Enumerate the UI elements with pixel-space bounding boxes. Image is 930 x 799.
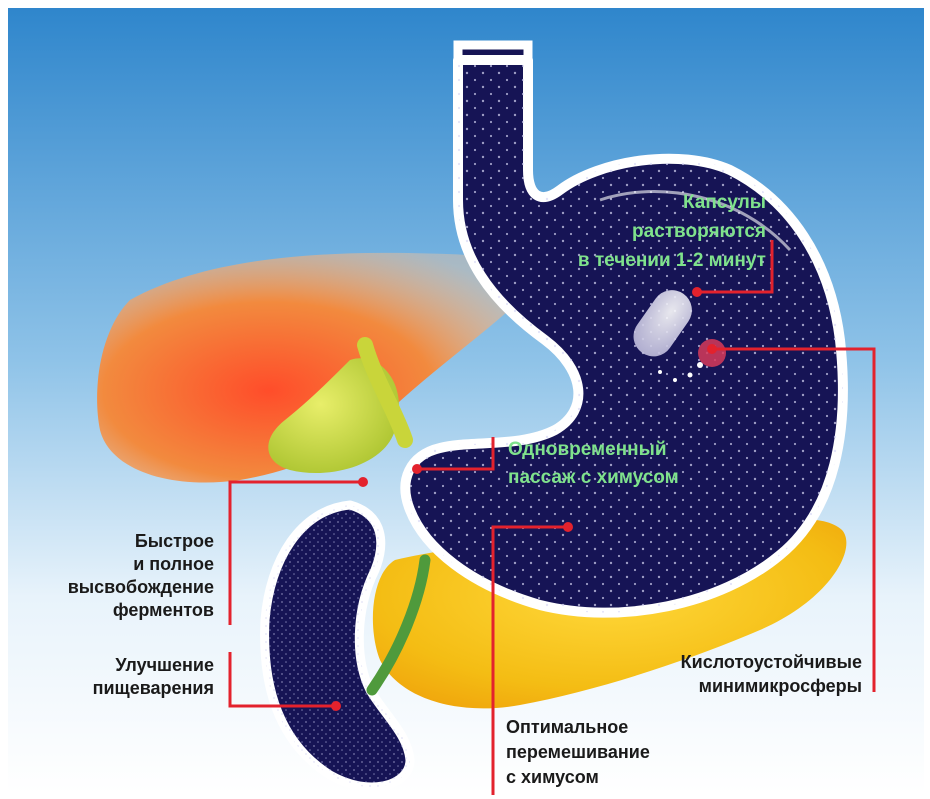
label-simultaneous-passage: Одновременный пассаж с химусом — [508, 436, 679, 492]
label-line: растворяются — [578, 217, 766, 246]
label-line: пищеварения — [93, 677, 214, 700]
label-improved-digestion: Улучшение пищеварения — [93, 654, 214, 700]
label-line: Улучшение — [93, 654, 214, 677]
label-line: перемешивание — [506, 740, 650, 765]
label-enzyme-release: Быстрое и полное высвобождение ферментов — [68, 530, 214, 622]
label-optimal-mixing: Оптимальное перемешивание с химусом — [506, 715, 650, 790]
label-line: Быстрое — [68, 530, 214, 553]
label-line: пассаж с химусом — [508, 464, 679, 492]
label-line: в течении 1-2 минут — [578, 246, 766, 275]
label-line: Капсулы — [578, 188, 766, 217]
label-line: высвобождение — [68, 576, 214, 599]
label-line: Одновременный — [508, 436, 679, 464]
label-capsules-dissolve: Капсулы растворяются в течении 1-2 минут — [578, 188, 766, 275]
label-acid-resistant-minimicrospheres: Кислотоустойчивые минимикросферы — [681, 650, 862, 698]
label-line: и полное — [68, 553, 214, 576]
label-line: ферментов — [68, 599, 214, 622]
label-line: Оптимальное — [506, 715, 650, 740]
label-line: минимикросферы — [681, 674, 862, 698]
label-line: Кислотоустойчивые — [681, 650, 862, 674]
label-line: с химусом — [506, 765, 650, 790]
